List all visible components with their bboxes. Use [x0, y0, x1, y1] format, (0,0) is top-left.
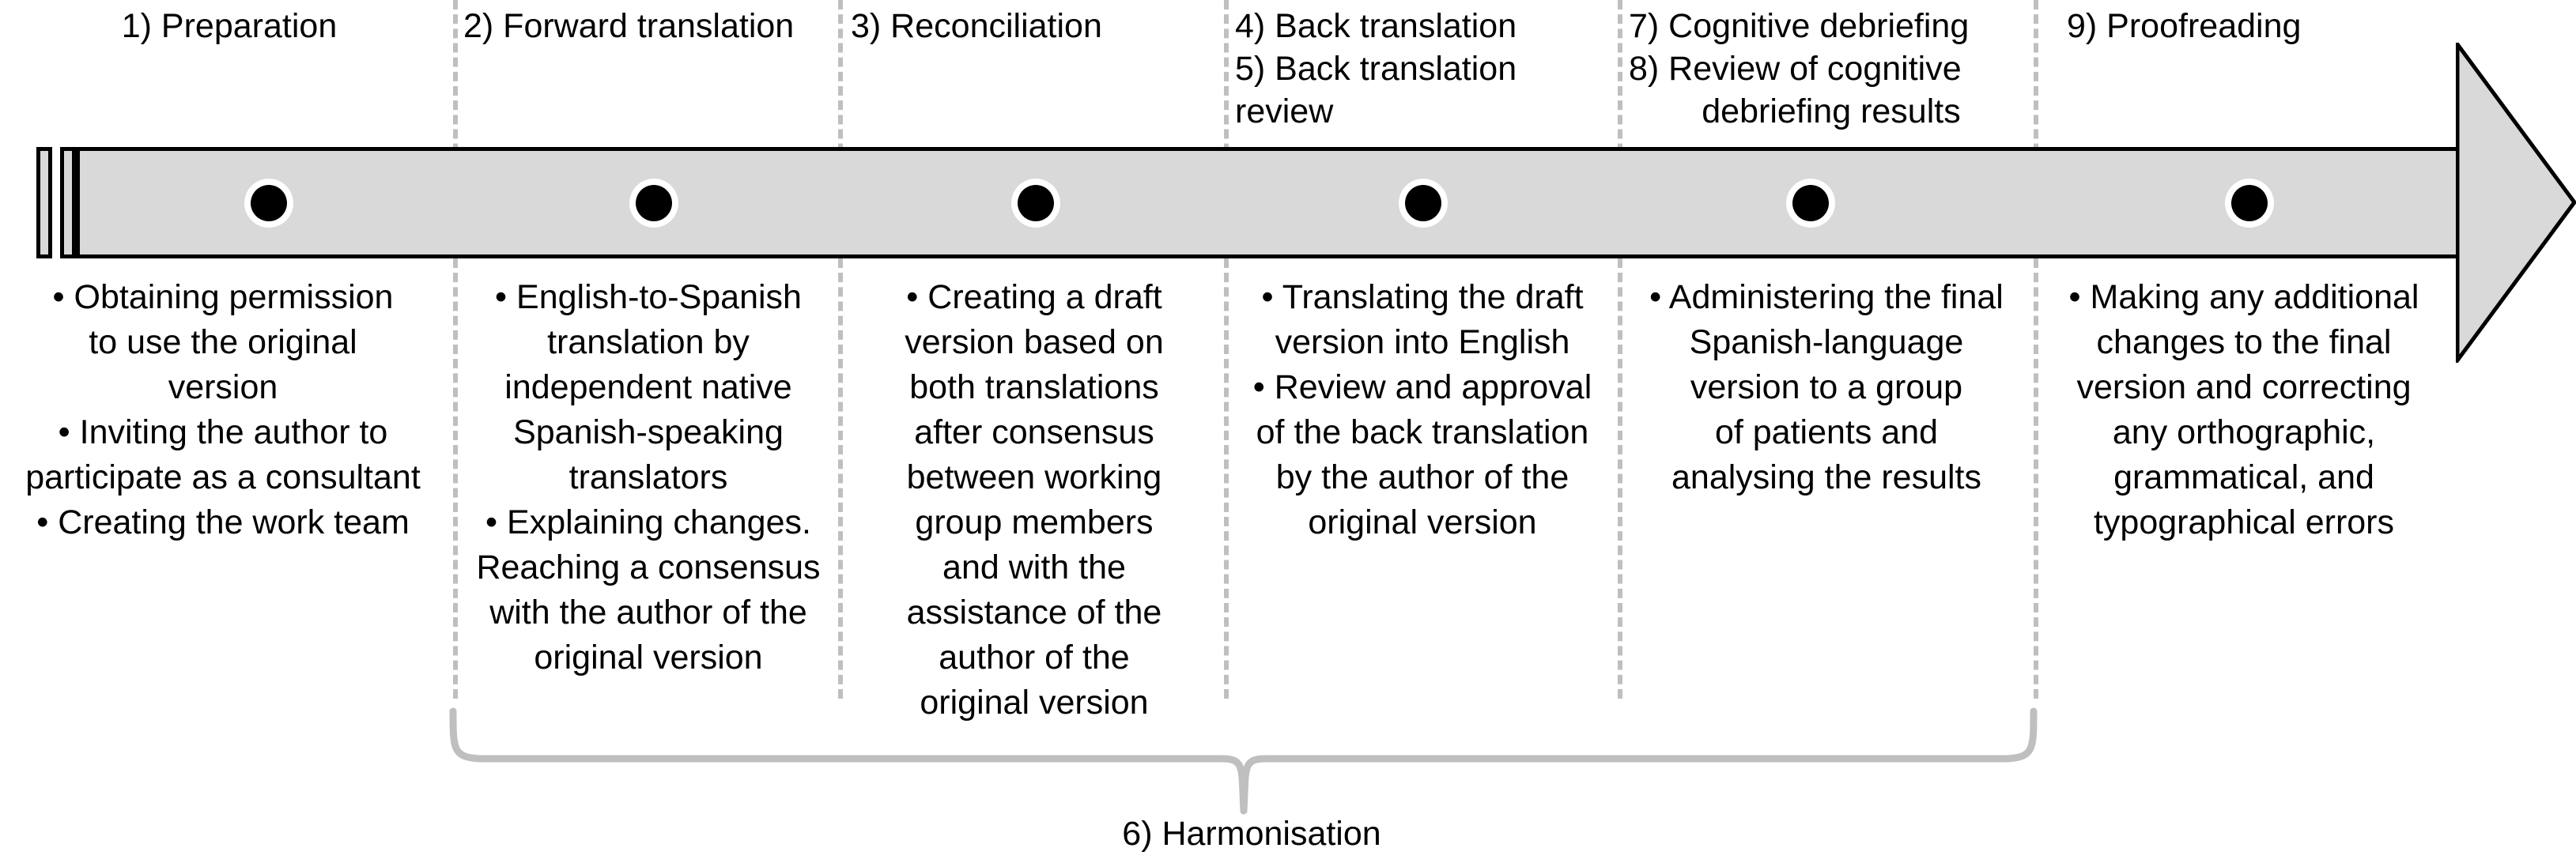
column-divider-3 — [1224, 0, 1229, 699]
body-line: • Administering the final — [1649, 278, 2004, 316]
stage-header-line: 1) Preparation — [121, 7, 338, 45]
stage-header-3: 3) Reconciliation — [851, 5, 1222, 47]
body-line: translation by — [547, 323, 750, 361]
milestone-dot-3 — [1011, 179, 1060, 228]
stage-body-4: • Translating the draft version into Eng… — [1227, 275, 1618, 545]
body-line: author of the — [939, 639, 1130, 676]
stage-body-3: • Creating a draft version based on both… — [846, 275, 1222, 725]
stage-header-line: review — [1235, 92, 1334, 130]
stage-body-5: • Administering the final Spanish-langua… — [1621, 275, 2032, 500]
body-line: version based on — [905, 323, 1164, 361]
harmonisation-label: 6) Harmonisation — [1122, 815, 1381, 853]
body-line: version to a group — [1690, 368, 1963, 406]
body-line: of the back translation — [1256, 413, 1589, 451]
body-line: analysing the results — [1671, 458, 1981, 496]
stage-header-line: 5) Back translation — [1235, 50, 1517, 88]
stage-header-line: 9) Proofreading — [2067, 7, 2302, 45]
body-line: • English-to-Spanish — [495, 278, 802, 316]
body-line: • Creating a draft — [906, 278, 1162, 316]
body-line: independent native — [504, 368, 792, 406]
body-line: version into English — [1275, 323, 1570, 361]
arrow-head-icon — [2456, 43, 2576, 363]
body-line: and with the — [942, 548, 1126, 586]
milestone-dot-4 — [1399, 179, 1448, 228]
body-line: assistance of the — [906, 594, 1162, 631]
column-divider-1 — [453, 0, 458, 699]
process-arrow-body — [76, 147, 2459, 258]
stage-header-6: 9) Proofreading — [2067, 5, 2478, 47]
stage-header-2: 2) Forward translation — [463, 5, 835, 47]
arrow-tail-tick-2 — [60, 147, 76, 258]
body-line: • Making any additional — [2068, 278, 2419, 316]
column-divider-2 — [838, 0, 843, 699]
stage-body-1: • Obtaining permission to use the origin… — [0, 275, 452, 545]
stage-header-line: 7) Cognitive debriefing — [1629, 7, 1970, 45]
body-line: • Review and approval — [1252, 368, 1592, 406]
body-line: • Inviting the author to — [58, 413, 388, 451]
body-line: original version — [534, 639, 763, 676]
body-line: • Obtaining permission — [52, 278, 394, 316]
stage-header-5: 7) Cognitive debriefing 8) Review of cog… — [1629, 5, 2034, 133]
milestone-dot-5 — [1786, 179, 1835, 228]
body-line: both translations — [909, 368, 1159, 406]
body-line: original version — [1308, 503, 1537, 541]
body-line: participate as a consultant — [25, 458, 421, 496]
arrow-body-left-cap — [76, 147, 80, 258]
milestone-dot-2 — [629, 179, 678, 228]
body-line: original version — [920, 684, 1149, 722]
body-line: of patients and — [1714, 413, 1939, 451]
body-line: after consensus — [914, 413, 1154, 451]
body-line: translators — [568, 458, 728, 496]
body-line: between working — [906, 458, 1162, 496]
body-line: Spanish-speaking — [513, 413, 784, 451]
body-line: • Creating the work team — [36, 503, 410, 541]
milestone-dot-6 — [2225, 179, 2274, 228]
body-line: by the author of the — [1275, 458, 1569, 496]
arrow-tail-tick-1 — [36, 147, 52, 258]
body-line: Spanish-language — [1689, 323, 1964, 361]
milestone-dot-1 — [244, 179, 293, 228]
body-line: • Translating the draft — [1261, 278, 1584, 316]
body-line: changes to the final — [2096, 323, 2392, 361]
body-line: group members — [915, 503, 1154, 541]
body-line: any orthographic, — [2112, 413, 2376, 451]
stage-header-line: 2) Forward translation — [463, 7, 795, 45]
column-divider-5 — [2034, 0, 2038, 699]
body-line: version and correcting — [2076, 368, 2412, 406]
body-line: to use the original — [89, 323, 357, 361]
stage-body-6: • Making any additional changes to the f… — [2038, 275, 2449, 545]
stage-header-4: 4) Back translation 5) Back translation … — [1235, 5, 1618, 133]
stage-header-line: 3) Reconciliation — [851, 7, 1102, 45]
harmonisation-brace — [449, 707, 2038, 815]
body-line: • Explaining changes. — [485, 503, 811, 541]
body-line: typographical errors — [2093, 503, 2394, 541]
body-line: version — [168, 368, 278, 406]
stage-header-line: debriefing results — [1702, 92, 1961, 130]
stage-header-line: 4) Back translation — [1235, 7, 1517, 45]
body-line: with the author of the — [489, 594, 807, 631]
stage-body-2: • English-to-Spanish translation by inde… — [457, 275, 840, 680]
column-divider-4 — [1618, 0, 1622, 699]
stage-header-1: 1) Preparation — [8, 5, 451, 47]
body-line: grammatical, and — [2113, 458, 2374, 496]
body-line: Reaching a consensus — [476, 548, 821, 586]
stage-header-line: 8) Review of cognitive — [1629, 50, 1962, 88]
